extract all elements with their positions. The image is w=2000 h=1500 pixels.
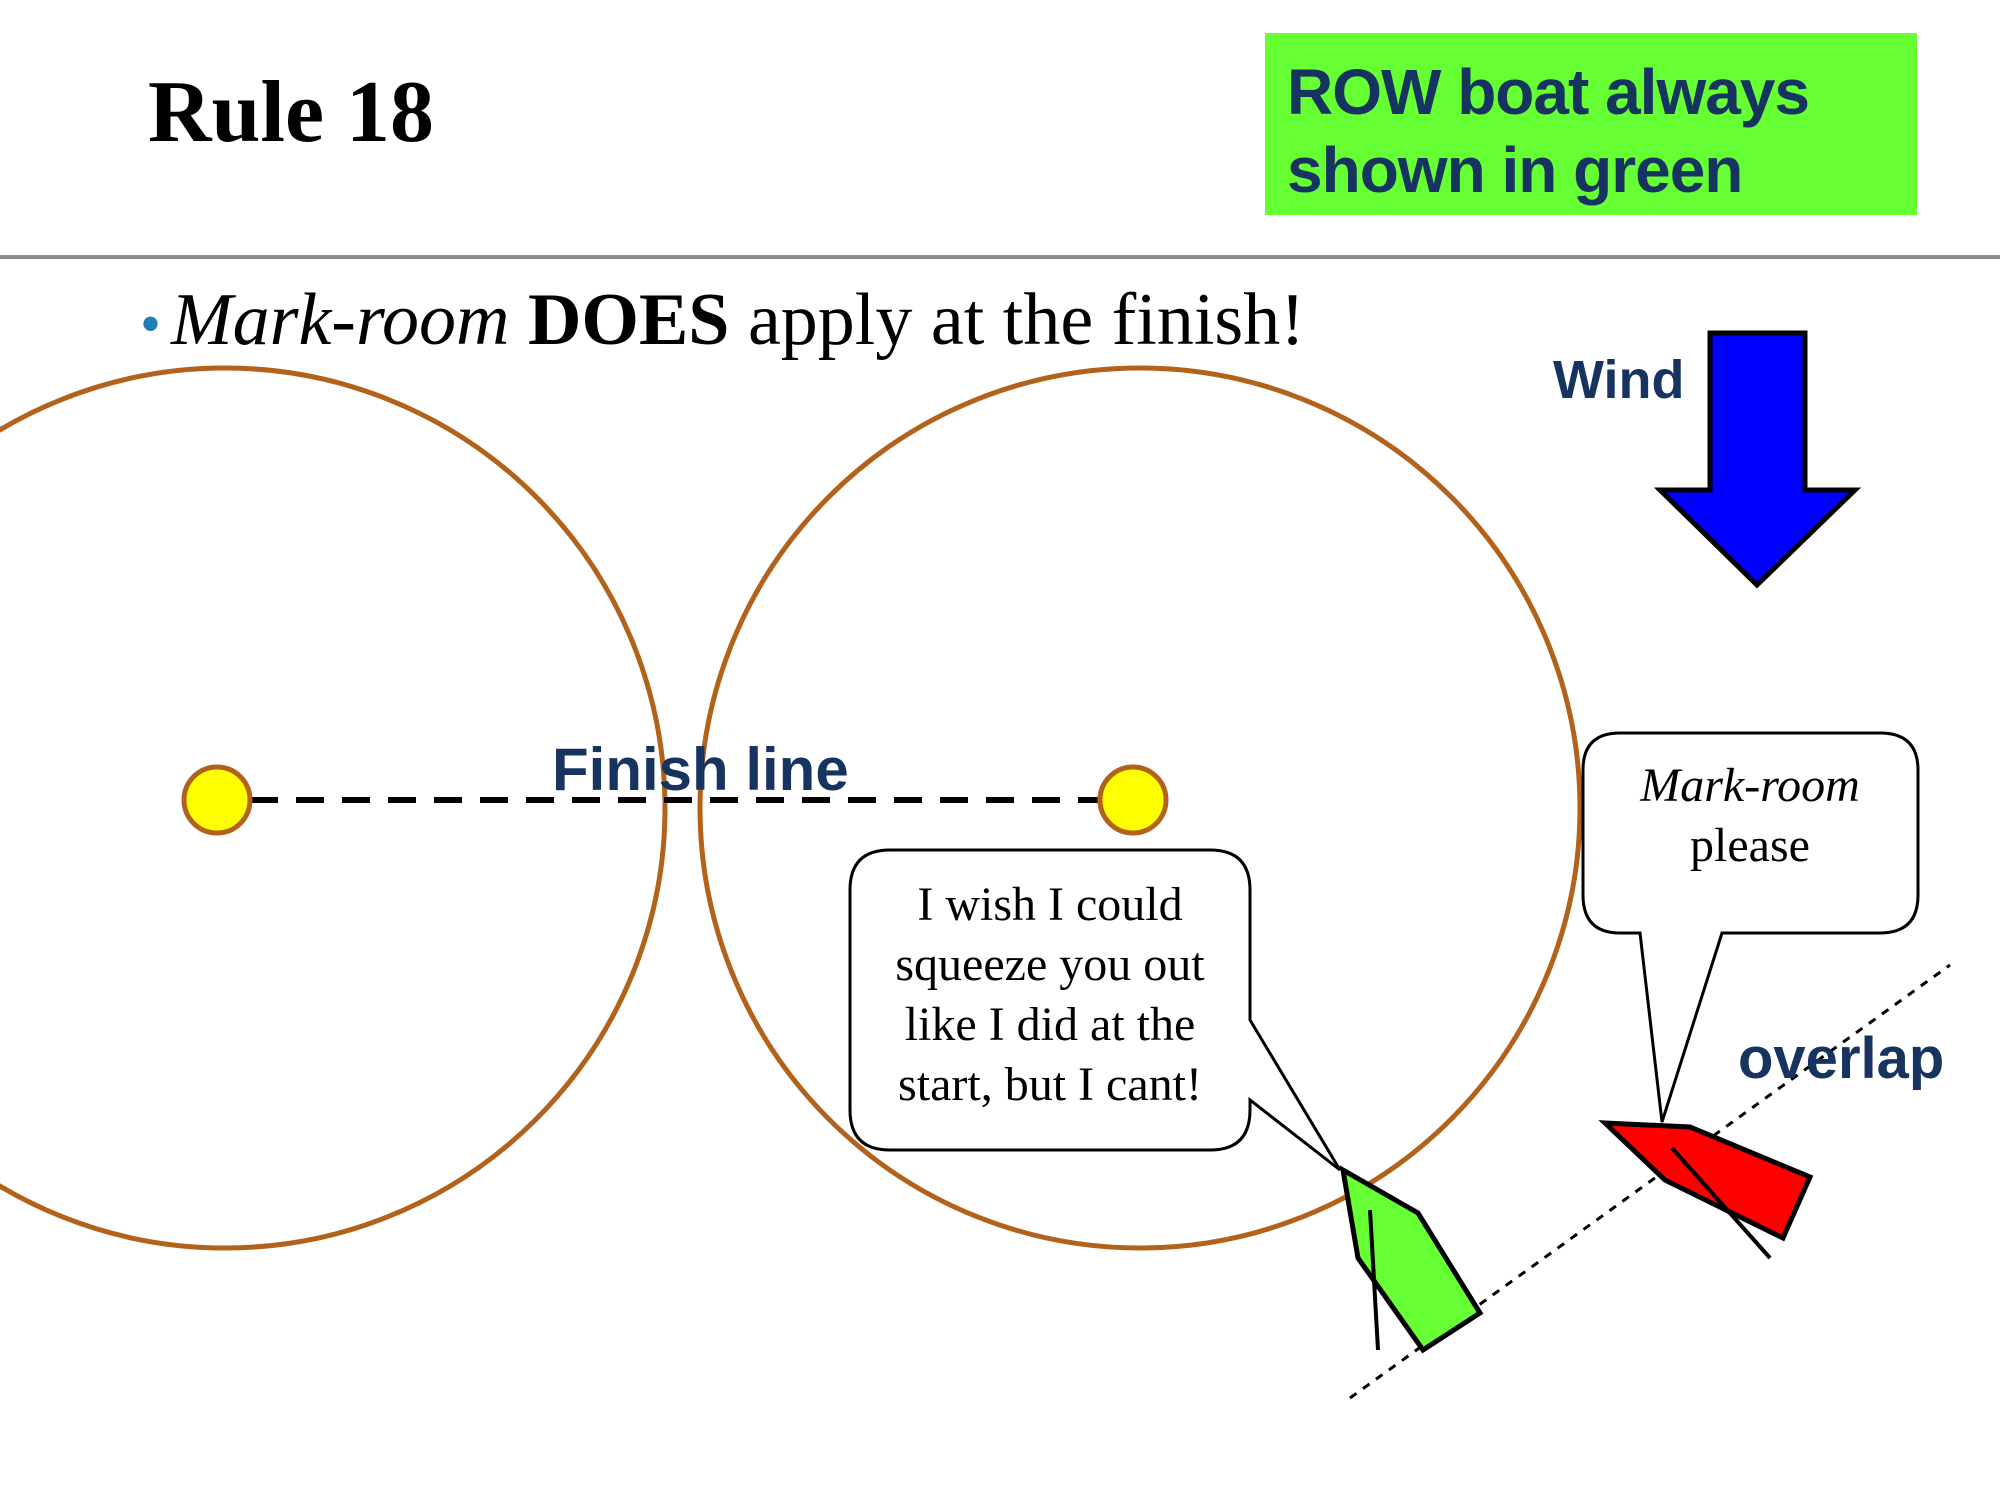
red-boat [1598,1120,1814,1242]
red-boat-bubble-text: Mark-room please [1590,756,1910,876]
green-bubble-line-4: start, but I cant! [898,1058,1202,1111]
red-bubble-italic: Mark-room [1640,759,1860,812]
green-boat-bubble-text: I wish I could squeeze you out like I di… [860,875,1240,1115]
green-bubble-line-1: I wish I could [917,878,1183,931]
row-legend-line-1: ROW boat always [1287,56,1810,128]
zone-circle-left [0,365,668,1251]
overlap-label: overlap [1738,1026,1944,1091]
wind-label: Wind [1553,350,1684,410]
green-boat-boom [1368,1209,1380,1351]
zone-circle-right [697,365,1583,1251]
green-boat [1339,1165,1484,1354]
green-bubble-line-2: squeeze you out [895,938,1205,991]
overlap-line [1349,963,1951,1400]
green-boat-speech-bubble [848,848,1342,1172]
bullet-italic-term: Mark-room [171,279,510,361]
red-boat-boom [1670,1146,1772,1260]
bullet-bold-term: DOES [527,279,730,361]
title-divider [0,255,2000,259]
bullet-rest-text: apply at the finish! [747,279,1305,361]
green-bubble-line-3: like I did at the [904,998,1196,1051]
wind-arrow-icon [1653,330,1862,589]
bullet-point: •Mark-room DOES apply at the finish! [140,278,1305,363]
red-bubble-plain: please [1690,819,1810,872]
row-legend-line-2: shown in green [1287,134,1743,206]
finish-mark-right [1097,764,1169,836]
bullet-dot: • [140,291,162,357]
finish-line-label: Finish line [552,736,849,803]
slide-title: Rule 18 [148,64,434,161]
row-legend-note: ROW boat always shown in green [1265,33,1917,215]
finish-mark-left [181,764,253,836]
red-boat-speech-bubble [1581,731,1920,1123]
